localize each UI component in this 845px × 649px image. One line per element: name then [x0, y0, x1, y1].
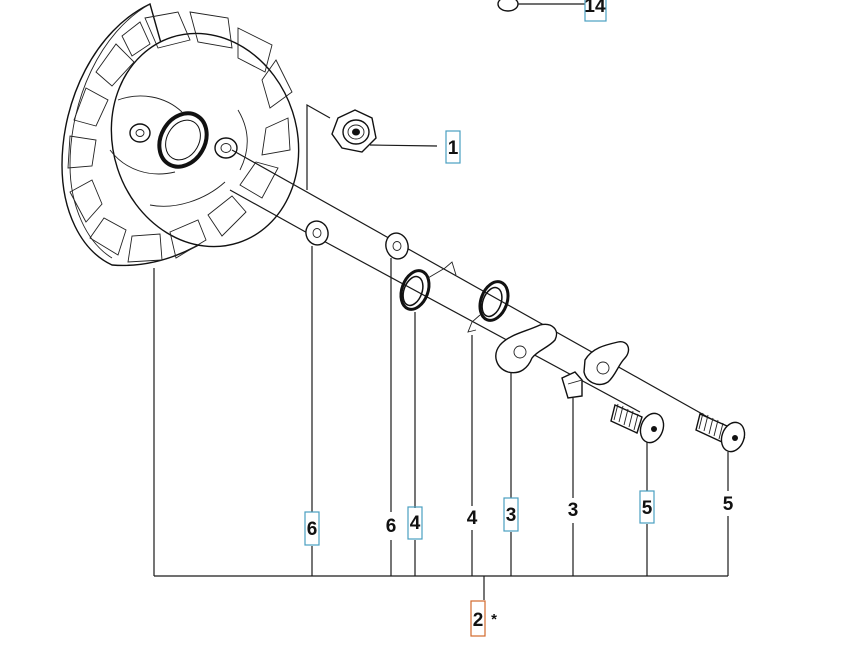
callout-6-plain-label: 6	[386, 516, 397, 537]
part-5-screw-a	[610, 403, 665, 444]
part-6-washer-a	[305, 220, 329, 246]
callout-2-asterisk: *	[491, 611, 497, 628]
flywheel	[61, 3, 300, 267]
callout-14-label: 14	[584, 0, 606, 17]
callout-2-assembly[interactable]: 2 *	[470, 600, 497, 637]
callout-4-boxed-label: 4	[410, 513, 421, 534]
part-14-bolt	[497, 0, 585, 12]
callout-6-boxed[interactable]: 6	[304, 511, 320, 546]
callout-4-plain-label: 4	[467, 508, 478, 529]
callout-14[interactable]: 14	[584, 0, 607, 22]
callout-5-plain: 5	[723, 494, 734, 515]
part-4-spring-a	[399, 261, 457, 311]
callout-4-boxed[interactable]: 4	[407, 506, 423, 540]
callout-4-plain: 4	[467, 508, 478, 529]
part-5-screw-b	[695, 412, 746, 453]
callout-6-boxed-label: 6	[307, 519, 318, 540]
callout-5-boxed-label: 5	[642, 498, 653, 519]
callout-3-plain: 3	[568, 500, 579, 521]
callout-1-label: 1	[448, 138, 459, 159]
callout-3-plain-label: 3	[568, 500, 579, 521]
callout-1[interactable]: 1	[445, 130, 461, 164]
leader-lines	[153, 246, 729, 600]
part-4-spring-b	[467, 280, 510, 333]
part-3-block	[561, 371, 583, 399]
callout-3-boxed-label: 3	[506, 505, 517, 526]
part-3-pawl-a	[495, 323, 558, 374]
part-3-pawl-b	[583, 341, 630, 386]
callout-5-boxed[interactable]: 5	[639, 490, 655, 524]
part-6-washer-b	[385, 232, 409, 260]
callout-2-label: 2	[473, 610, 484, 631]
callout-5-plain-label: 5	[723, 494, 734, 515]
axis-lines	[229, 103, 746, 439]
callout-3-boxed[interactable]: 3	[503, 497, 519, 532]
part-1-nut	[331, 109, 438, 153]
callout-6-plain: 6	[386, 516, 397, 537]
